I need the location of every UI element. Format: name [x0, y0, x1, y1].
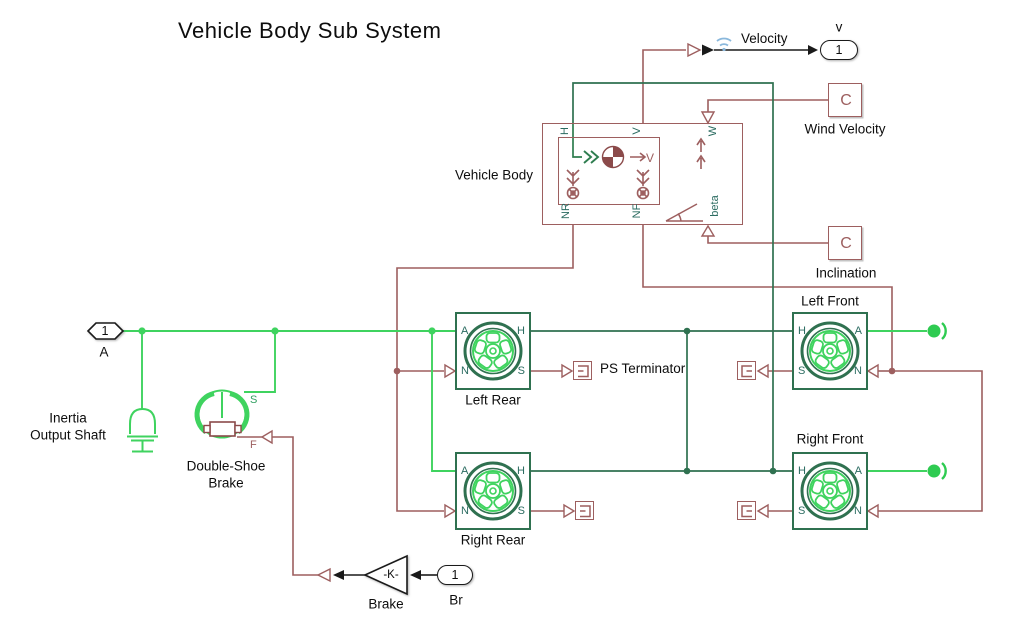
- ps-terminator-label: PS Terminator: [600, 361, 686, 376]
- wire-converter-to-brake-f: [272, 436, 318, 576]
- inertia-label-line1: Inertia: [49, 410, 87, 426]
- port-h-label: H: [798, 465, 806, 477]
- outport-v-number: 1: [835, 43, 843, 57]
- gain-value: -K-: [383, 569, 399, 581]
- inclination-label: Inclination: [815, 265, 877, 281]
- wire-wind-velocity-to-w: [707, 99, 828, 113]
- inport-a-label: A: [99, 344, 109, 360]
- wire-v-to-velocity: [642, 49, 686, 123]
- wire-to-right-rear-a: [431, 331, 455, 472]
- ps-terminator-right-front[interactable]: [737, 501, 756, 520]
- port-n-label: N: [461, 505, 469, 517]
- brake-port-s-label: S: [250, 394, 258, 406]
- inport-br-number: 1: [451, 568, 459, 582]
- wheel-icon: [463, 461, 523, 521]
- vehicle-body-port-nr-label: NR: [560, 203, 572, 219]
- inertia-label-line2: Output Shaft: [30, 427, 106, 443]
- wind-velocity-block[interactable]: C: [828, 83, 862, 117]
- inclination-glyph: C: [840, 235, 852, 252]
- vehicle-body-port-w-label: W: [707, 125, 719, 137]
- inclination-block[interactable]: C: [828, 226, 862, 260]
- port-h-label: H: [517, 465, 525, 477]
- vehicle-body-port-h-label: H: [559, 127, 571, 135]
- right-front-wheel-block[interactable]: H S A N: [792, 452, 868, 530]
- port-a-label: A: [854, 465, 862, 477]
- right-rear-label: Right Rear: [460, 532, 526, 548]
- inport-a-block[interactable]: [86, 321, 126, 341]
- vehicle-body-port-v-label: V: [631, 127, 643, 135]
- wire-inclination-to-beta: [707, 235, 828, 244]
- left-rear-wheel-block[interactable]: A N H S: [455, 312, 531, 390]
- outport-v-label: v: [835, 19, 843, 35]
- double-shoe-label-line2: Brake: [208, 475, 244, 491]
- port-h-label: H: [798, 325, 806, 337]
- vehicle-body-port-nf-label: NF: [631, 203, 643, 219]
- right-front-label: Right Front: [796, 431, 864, 447]
- wire-to-brake-s: [244, 331, 276, 393]
- h-junction-dots: [683, 327, 777, 475]
- wind-velocity-label: Wind Velocity: [804, 121, 886, 137]
- vehicle-body-block[interactable]: [542, 123, 743, 225]
- ps-terminator-left-front[interactable]: [737, 361, 756, 380]
- wind-velocity-glyph: C: [840, 92, 852, 109]
- left-rear-label: Left Rear: [465, 392, 521, 408]
- port-n-label: N: [854, 505, 862, 517]
- port-n-label: N: [854, 365, 862, 377]
- inport-br-label: Br: [449, 592, 463, 608]
- vehicle-body-port-beta-label: beta: [709, 195, 721, 217]
- port-s-label: S: [798, 505, 806, 517]
- diagram-title: Vehicle Body Sub System: [178, 18, 442, 43]
- brake-gain-block[interactable]: [363, 554, 411, 596]
- inport-br-block[interactable]: [437, 565, 473, 585]
- port-a-label: A: [854, 325, 862, 337]
- velocity-signal-label[interactable]: Velocity: [741, 31, 788, 46]
- inertia-icon[interactable]: [127, 407, 158, 453]
- vehicle-body-inner-frame: [558, 137, 660, 205]
- vehicle-body-v-indicator: V: [646, 151, 655, 165]
- port-s-label: S: [517, 505, 525, 517]
- right-rear-wheel-block[interactable]: A N H S: [455, 452, 531, 530]
- ps-terminator-glyphs: [578, 365, 752, 518]
- wheel-icon: [800, 461, 860, 521]
- gain-label: Brake: [368, 596, 404, 612]
- port-n-label: N: [461, 365, 469, 377]
- right-front-connection-port-icon[interactable]: [927, 462, 947, 480]
- port-s-label: S: [798, 365, 806, 377]
- port-h-label: H: [517, 325, 525, 337]
- ps-terminator-left-rear[interactable]: [573, 361, 592, 380]
- wheel-icon: [800, 321, 860, 381]
- double-shoe-label-line1: Double-Shoe: [186, 458, 266, 474]
- left-front-connection-port-icon[interactable]: [927, 322, 947, 340]
- left-front-label: Left Front: [801, 293, 859, 309]
- ps-terminator-right-rear[interactable]: [575, 501, 594, 520]
- outport-v-block[interactable]: [820, 40, 858, 60]
- port-s-label: S: [517, 365, 525, 377]
- double-shoe-brake-icon[interactable]: [194, 389, 258, 439]
- wheel-icon: [463, 321, 523, 381]
- left-front-wheel-block[interactable]: H S A N: [792, 312, 868, 390]
- port-a-label: A: [461, 465, 469, 477]
- port-a-label: A: [461, 325, 469, 337]
- wire-branch-right-front-n: [878, 370, 983, 512]
- vehicle-body-label: Vehicle Body: [454, 167, 534, 183]
- inport-a-number: 1: [101, 324, 109, 338]
- signal-logging-icon[interactable]: [716, 37, 732, 52]
- driveline-junction-dots: [138, 327, 436, 335]
- brake-port-f-label: F: [250, 439, 257, 451]
